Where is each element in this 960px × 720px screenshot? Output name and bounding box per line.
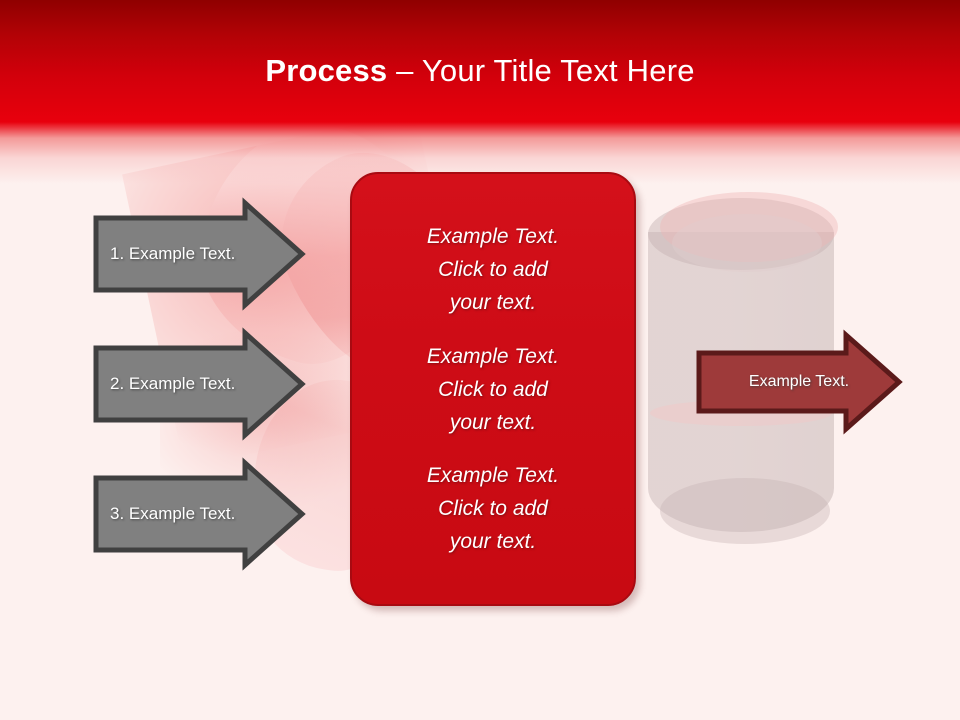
input-arrow-3-label: 3. Example Text. — [110, 504, 236, 523]
output-arrow[interactable]: Example Text. — [696, 329, 903, 435]
input-arrow-1[interactable]: 1. Example Text. — [93, 197, 306, 311]
process-panel[interactable]: Example Text. Click to add your text. Ex… — [350, 172, 636, 606]
header-band — [0, 0, 960, 122]
process-panel-block-1: Example Text. Click to add your text. — [426, 225, 560, 315]
arrow-right-icon — [696, 329, 903, 435]
arrow-right-icon — [93, 327, 306, 441]
output-arrow-label: Example Text. — [748, 373, 850, 390]
page-title-bold: Process — [265, 53, 388, 88]
arrow-right-icon — [93, 457, 306, 571]
input-arrow-2[interactable]: 2. Example Text. — [93, 327, 306, 441]
page-title-rest: – Your Title Text Here — [387, 53, 695, 88]
page-title: Process – Your Title Text Here — [0, 52, 960, 90]
process-panel-block-2: Example Text. Click to add your text. — [426, 344, 560, 434]
arrow-right-icon — [93, 197, 306, 311]
background-cylinder-inner — [672, 214, 822, 272]
process-panel-block-3: Example Text. Click to add your text. — [426, 463, 560, 553]
background-cylinder-rim — [660, 192, 838, 262]
background-cylinder-shadow — [660, 478, 830, 544]
input-arrow-3[interactable]: 3. Example Text. — [93, 457, 306, 571]
background-cylinder-top — [648, 198, 834, 270]
input-arrow-2-label: 2. Example Text. — [110, 374, 236, 393]
input-arrow-1-label: 1. Example Text. — [110, 244, 236, 263]
